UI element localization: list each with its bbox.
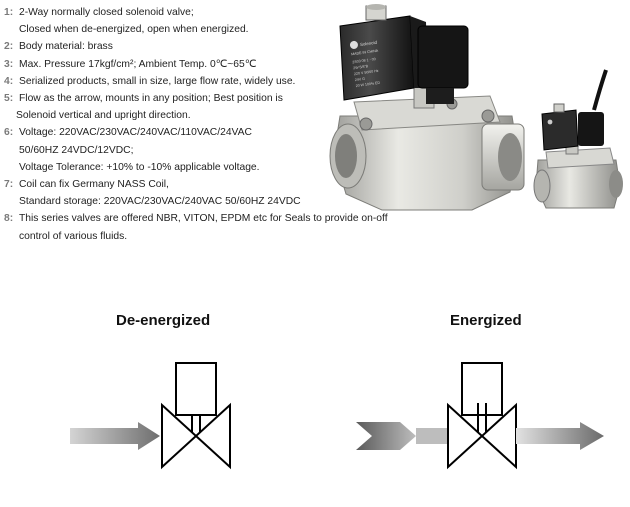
spec-text: 2-Way normally closed solenoid valve; [19,7,194,18]
deenergized-valve-diagram [70,362,231,470]
spec-text: Flow as the arrow, mounts in any positio… [19,93,283,105]
chevron-inlet-icon [356,422,416,450]
spec-item-2: 2: Body material: brass [4,38,424,55]
coil-brand: Solenoid [360,40,378,47]
inlet-arrow-icon [70,422,160,450]
spec-continuation: 50/60HZ 24VDC/12VDC; [19,144,134,156]
spec-text: Serialized products, small in size, larg… [19,75,296,87]
spec-continuation: Voltage Tolerance: +10% to -10% applicab… [19,161,260,173]
coil-spec-line: 220 V 50/60 Hz [354,69,379,76]
coil-spec-line: 24V G [355,77,366,82]
coil-spec-line: 2S03 08 1 - 00 [352,57,376,64]
spec-number: 6: [4,127,14,139]
spec-number: 2: [4,41,14,53]
spec-text: Max. Pressure 17kgf/cm²; Ambient Temp. 0… [19,58,257,70]
coil-spec-line: 20 W 100% ED [355,81,380,88]
spec-continuation: Standard storage: 220VAC/230VAC/240VAC 5… [19,196,301,208]
coil-origin: MADE IN CHINA [351,49,379,57]
energized-label: Energized [450,312,522,329]
solenoid-valve-photo-small [533,69,623,209]
valve-triangle-left [161,402,198,470]
spec-number: 7: [4,179,14,191]
valve-triangle-left [447,402,484,470]
energized-valve-diagram [356,362,604,470]
flow-through-bar [416,428,448,444]
spec-number: 8: [4,213,14,225]
solenoid-valve-photo-large: Solenoid MADE IN CHINA 2S03 08 1 - 00 2W… [329,4,525,211]
solenoid-box [175,362,217,416]
spec-number: 3: [4,58,14,70]
spec-item-1: 1: 2-Way normally closed solenoid valve; [4,4,424,21]
coil-spec-line: 2W 5/8"B [353,64,369,70]
spec-item-5: 5: Flow as the arrow, mounts in any posit… [4,90,424,107]
spec-number: 1: [4,7,14,18]
spec-text: Voltage: 220VAC/230VAC/240VAC/110VAC/24V… [19,127,252,139]
spec-item-6: 6: Voltage: 220VAC/230VAC/240VAC/110VAC/2… [4,124,424,141]
solenoid-box [461,362,503,416]
spec-list: 1:2-Way normally closed solenoid valve; … [4,4,424,245]
spec-text: Coil can fix Germany NASS Coil, [19,179,169,191]
spec-continuation: Solenoid vertical and upright direction. [16,110,191,122]
spec-continuation: Closed when de-energized, open when ener… [19,24,249,36]
spec-item-4: 4: Serialized products, small in size, la… [4,73,424,90]
spec-item-7: 7: Coil can fix Germany NASS Coil, [4,176,424,193]
spec-item-8: 8: This series valves are offered NBR, VI… [4,210,424,227]
spec-number: 4: [4,75,14,87]
valve-triangle-right [194,402,231,470]
spec-continuation: control of various fluids. [19,230,128,242]
spec-text: Body material: brass [19,41,113,53]
outlet-arrow-icon [516,422,604,450]
spec-text: This series valves are offered NBR, VITO… [19,213,388,225]
deenergized-label: De-energized [116,312,211,329]
spec-item-3: 3: Max. Pressure 17kgf/cm²; Ambient Temp.… [4,56,424,73]
spec-number: 5: [4,93,14,105]
